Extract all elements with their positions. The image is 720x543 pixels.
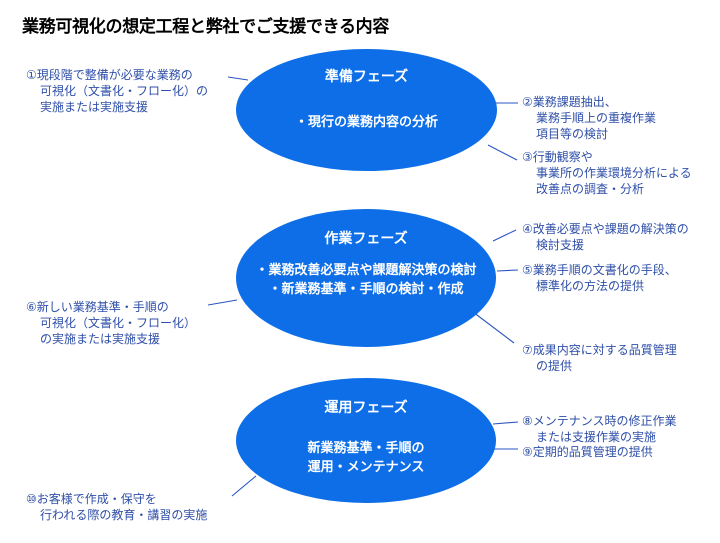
phase-ellipse-operation: 運用フェーズ 新業務基準・手順の 運用・メンテナンス: [236, 378, 496, 503]
phase-item: ・業務改善必要点や課題解決策の検討: [255, 263, 477, 278]
note-line: ⑦成果内容に対する品質管理: [522, 343, 677, 357]
note-line: 標準化の方法の提供: [536, 279, 645, 293]
note-line: 可視化（文書化・フロー化）の: [40, 84, 209, 98]
support-note-10: ⑩お客様で作成・保守を 行われる際の教育・講習の実施: [26, 491, 207, 523]
note-line: の提供: [536, 359, 573, 373]
page-title: 業務可視化の想定工程と弊社でご支援できる内容: [22, 17, 390, 37]
note-line: 実施または実施支援: [40, 100, 149, 114]
note-line: ⑧メンテナンス時の修正作業: [522, 414, 677, 428]
phase-title: 作業フェーズ: [324, 231, 408, 247]
phase-title: 運用フェーズ: [324, 400, 408, 416]
phase-items: ・業務改善必要点や課題解決策の検討 ・新業務基準・手順の検討・作成: [236, 261, 496, 299]
note-line: ⑩お客様で作成・保守を: [26, 492, 157, 506]
support-note-2: ②業務課題抽出、 業務手順上の重複作業 項目等の検討: [522, 94, 656, 142]
connector-10: [231, 475, 257, 497]
connector-7: [472, 311, 515, 344]
note-line: 行われる際の教育・講習の実施: [40, 508, 208, 522]
note-line: 項目等の検討: [536, 127, 609, 141]
note-line: ②業務課題抽出、: [522, 95, 617, 109]
note-line: 事業所の作業環境分析による: [536, 166, 692, 180]
note-line: 検討支援: [536, 238, 585, 252]
note-line: ③行動観察や: [522, 150, 593, 164]
phase-item: ・現行の業務内容の分析: [294, 115, 438, 130]
note-line: 改善点の調査・分析: [536, 182, 645, 196]
note-line: または支援作業の実施: [536, 430, 657, 444]
support-note-5: ⑤業務手順の文書化の手段、 標準化の方法の提供: [522, 262, 677, 294]
connector-4: [492, 229, 517, 242]
support-note-4: ④改善必要点や課題の解決策の 検討支援: [522, 221, 689, 253]
phase-ellipse-work: 作業フェーズ ・業務改善必要点や課題解決策の検討 ・新業務基準・手順の検討・作成: [236, 209, 496, 347]
support-note-6: ⑥新しい業務基準・手順の 可視化（文書化・フロー化） の実施または実施支援: [26, 299, 196, 347]
connector-3: [487, 144, 518, 161]
note-line: 業務手順上の重複作業: [536, 111, 657, 125]
connector-8: [492, 421, 519, 425]
support-note-1: ①現段階で整備が必要な業務の 可視化（文書化・フロー化）の 実施または実施支援: [26, 67, 208, 115]
phase-items: ・現行の業務内容の分析: [236, 113, 497, 132]
support-note-3: ③行動観察や 事業所の作業環境分析による 改善点の調査・分析: [522, 149, 692, 197]
support-note-7: ⑦成果内容に対する品質管理 の提供: [522, 342, 677, 374]
connector-1: [227, 76, 249, 81]
note-line: ④改善必要点や課題の解決策の: [522, 222, 689, 236]
note-line: ⑨定期的品質管理の提供: [522, 445, 653, 459]
phase-ellipse-preparation: 準備フェーズ ・現行の業務内容の分析: [236, 49, 497, 171]
connector-5: [496, 269, 519, 272]
phase-item: 新業務基準・手順の: [307, 441, 425, 456]
phase-item: ・新業務基準・手順の検討・作成: [268, 282, 464, 297]
note-line: 可視化（文書化・フロー化）: [40, 316, 197, 330]
note-line: ⑤業務手順の文書化の手段、: [522, 263, 677, 277]
phase-item: 運用・メンテナンス: [307, 460, 425, 475]
note-line: ①現段階で整備が必要な業務の: [26, 68, 193, 82]
support-note-8: ⑧メンテナンス時の修正作業 または支援作業の実施: [522, 413, 677, 445]
phase-items: 新業務基準・手順の 運用・メンテナンス: [236, 439, 496, 477]
phase-title: 準備フェーズ: [324, 69, 409, 85]
support-note-9: ⑨定期的品質管理の提供: [522, 444, 653, 460]
connector-6: [207, 299, 238, 306]
note-line: ⑥新しい業務基準・手順の: [26, 300, 169, 314]
note-line: の実施または実施支援: [40, 332, 161, 346]
